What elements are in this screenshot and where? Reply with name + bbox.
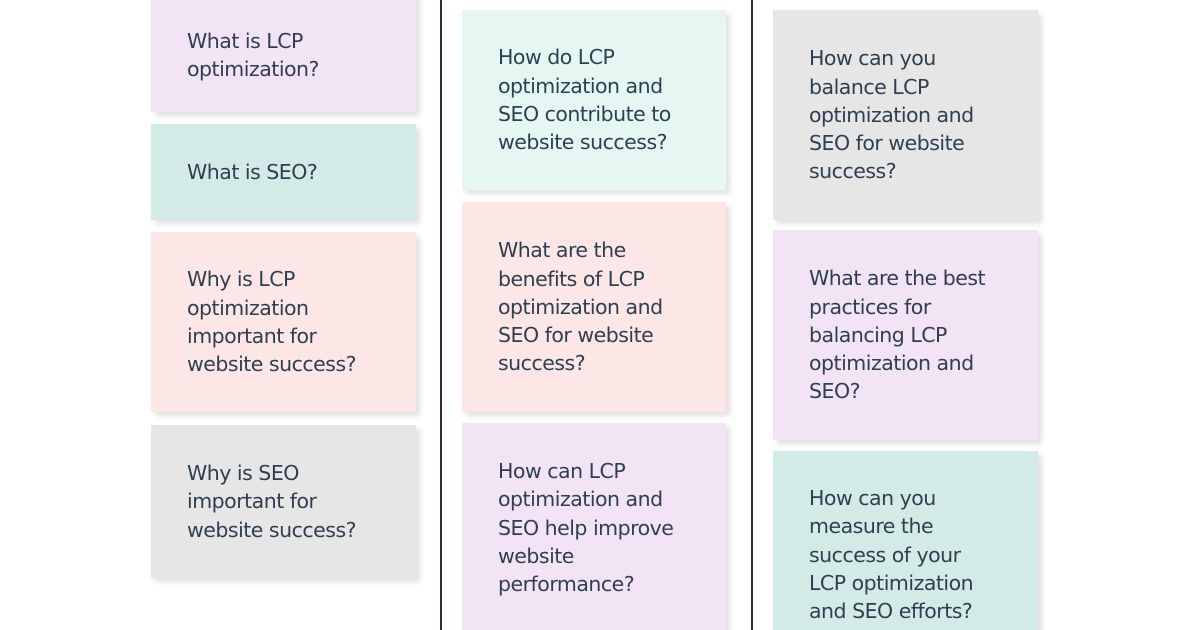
card-text: How can you balance LCP optimization and… (809, 46, 974, 184)
card-text: How do LCP optimization and SEO contribu… (498, 45, 671, 155)
card-measure-success: How can you measure the success of your … (773, 451, 1038, 630)
card-why-seo-important: Why is SEO important for website success… (151, 425, 416, 578)
card-text: What are the best practices for balancin… (809, 266, 986, 404)
card-what-is-lcp: What is LCP optimization? (151, 0, 416, 112)
card-how-contribute: How do LCP optimization and SEO contribu… (462, 10, 726, 190)
card-text: How can you measure the success of your … (809, 486, 974, 624)
card-balance: How can you balance LCP optimization and… (773, 10, 1038, 220)
card-text: How can LCP optimization and SEO help im… (498, 459, 674, 597)
card-best-practices: What are the best practices for balancin… (773, 230, 1038, 440)
card-text: Why is LCP optimization important for we… (187, 267, 357, 377)
card-text: What is SEO? (187, 159, 318, 184)
column-divider-2 (751, 0, 753, 630)
column-divider-1 (440, 0, 442, 630)
card-text: What is LCP optimization? (187, 28, 319, 81)
card-what-is-seo: What is SEO? (151, 124, 416, 220)
card-text: What are the benefits of LCP optimizatio… (498, 238, 663, 376)
card-improve-performance: How can LCP optimization and SEO help im… (462, 423, 726, 630)
card-benefits: What are the benefits of LCP optimizatio… (462, 202, 726, 412)
card-why-lcp-important: Why is LCP optimization important for we… (151, 232, 416, 412)
card-text: Why is SEO important for website success… (187, 461, 357, 542)
